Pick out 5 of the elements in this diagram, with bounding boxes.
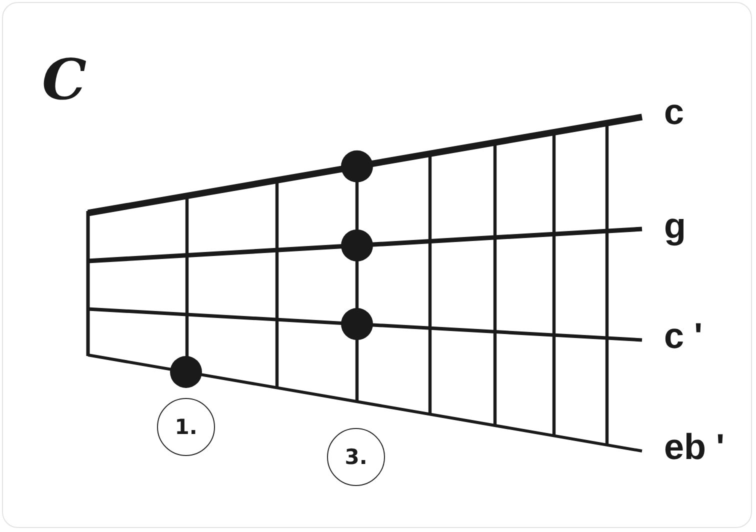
string-name: g <box>664 206 686 246</box>
string-name: c <box>664 92 684 132</box>
string-name: c ' <box>664 316 703 356</box>
chord-title: C <box>42 48 87 112</box>
string-name: eb ' <box>664 427 725 467</box>
